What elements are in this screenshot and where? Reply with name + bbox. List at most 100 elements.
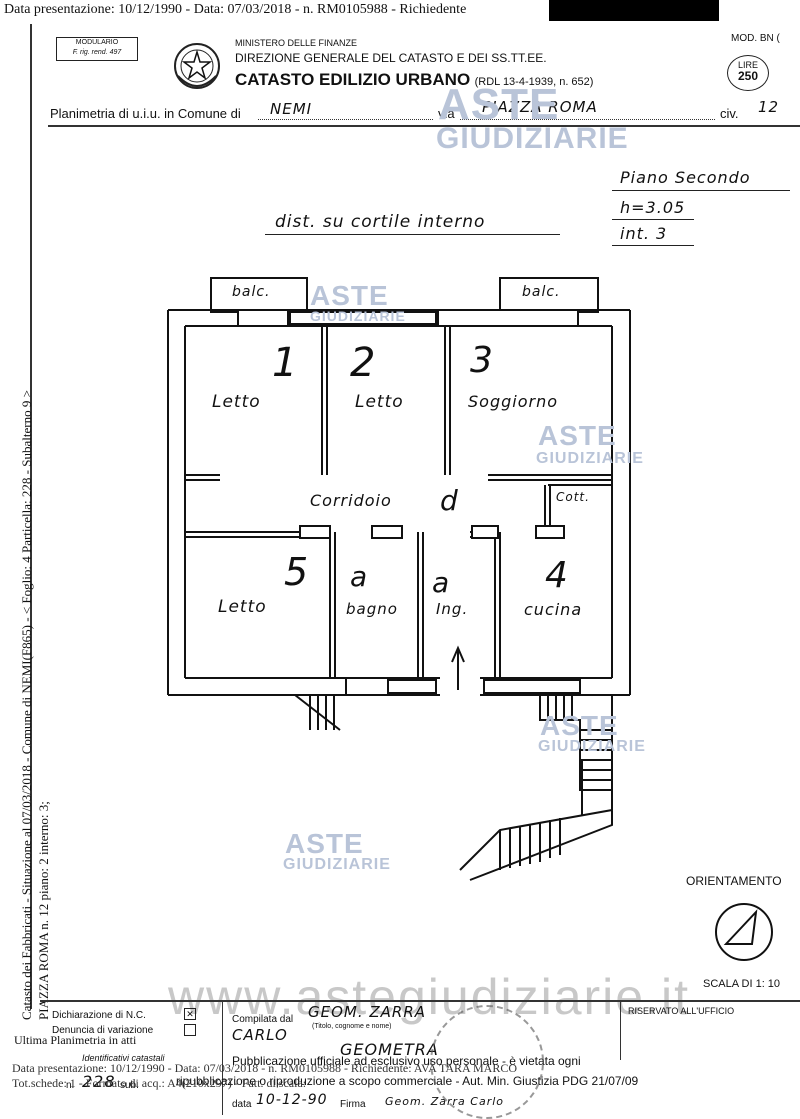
- wall-1-2: [321, 326, 328, 475]
- room-5-name: Letto: [218, 597, 267, 617]
- redaction-bar: [549, 0, 719, 21]
- mod-label: MOD. BN (: [731, 33, 780, 44]
- window-top-2: [289, 311, 437, 325]
- watermark-giudiziarie-3: GIUDIZIARIE: [536, 450, 644, 467]
- watermark-giudiziarie-5: GIUDIZIARIE: [283, 856, 391, 873]
- catasto-title: CATASTO EDILIZIO URBANO (RDL 13-4-1939, …: [235, 70, 593, 90]
- outer-wall-bottom: [168, 677, 630, 696]
- room-4-name: cucina: [524, 600, 583, 619]
- ministry-label: MINISTERO DELLE FINANZE: [235, 38, 358, 48]
- wall-corr-top-left: [185, 474, 220, 481]
- wall-bagno-ing: [417, 532, 424, 678]
- room-2-number: 2: [350, 340, 377, 386]
- window-top-3: [437, 309, 579, 327]
- stairs-right: [539, 695, 613, 791]
- wall-2-3: [444, 326, 451, 475]
- watermark-giudiziarie-2: GIUDIZIARIE: [310, 308, 406, 324]
- balcony-label-left: balc.: [232, 284, 271, 300]
- window-bottom-2: [387, 679, 437, 694]
- footer-divider-2: [620, 1000, 621, 1060]
- room-1-name: Letto: [212, 392, 261, 412]
- ing-label: Ing.: [436, 600, 469, 618]
- bagno-mark: a: [350, 560, 369, 593]
- riservato-label: RISERVATO ALL'UFFICIO: [628, 1006, 735, 1016]
- civ-label: civ.: [720, 106, 739, 121]
- door-block-4: [535, 525, 565, 539]
- n-value: 228: [82, 1072, 116, 1091]
- dichiarazione-checkbox[interactable]: ✕: [184, 1008, 196, 1020]
- wall-corr-top-right: [488, 474, 612, 481]
- modulario-line2: F. rig. rend. 497: [72, 49, 122, 56]
- watermark-aste-3: ASTE: [538, 420, 617, 451]
- header-frame-line: [48, 125, 800, 127]
- window-top-1: [237, 309, 289, 327]
- height-note: h=3.05: [620, 198, 686, 217]
- corridoio-mark: d: [440, 484, 459, 517]
- geometra-value: GEOMETRA: [340, 1040, 439, 1059]
- ultima-label: Ultima Planimetria in atti: [14, 1033, 137, 1047]
- floor-plan: [167, 277, 631, 881]
- orientamento-label: ORIENTAMENTO: [686, 874, 782, 888]
- cott-label: Cott.: [556, 490, 590, 504]
- wall-corr-bottom: [185, 531, 498, 538]
- piano-underline: [612, 190, 790, 191]
- dichiarazione-label: Dichiarazione di N.C.: [52, 1010, 146, 1021]
- outer-wall-left: [167, 310, 186, 695]
- titolo-label: (Titolo, cognome e nome): [312, 1023, 392, 1030]
- window-bottom-1: [345, 677, 389, 696]
- denuncia-label: Denuncia di variazione: [52, 1025, 154, 1036]
- planimetria-label: Planimetria di u.i.u. in Comune di: [50, 106, 241, 121]
- rdl-text: (RDL 13-4-1939, n. 652): [474, 76, 594, 88]
- via-value: PIAZZA ROMA: [482, 98, 598, 116]
- bottom-line-2: Tot.schede: 1 - Formato di acq.: A4(210x…: [12, 1076, 307, 1090]
- office-stamp: [430, 1005, 544, 1119]
- watermark-site: www.astegiudiziarie.it: [168, 969, 690, 1025]
- stairs-steps: [547, 695, 612, 781]
- comune-underline: [258, 119, 433, 120]
- corridoio-label: Corridoio: [310, 491, 392, 510]
- top-strip-text: Data presentazione: 10/12/1990 - Data: 0…: [4, 2, 467, 17]
- room-3-name: Soggiorno: [468, 392, 558, 411]
- room-3-number: 3: [470, 340, 494, 381]
- wall-ing-cucina: [494, 532, 501, 678]
- direction-label: DIREZIONE GENERALE DEL CATASTO E DEI SS.…: [235, 51, 547, 65]
- height-underline: [612, 219, 694, 220]
- piano-note: Piano Secondo: [620, 168, 751, 187]
- watermark-aste-1: ASTE: [438, 80, 560, 129]
- balcony-label-right: balc.: [522, 284, 561, 300]
- identificativi-label: Identificativi catastali: [82, 1053, 165, 1063]
- room-1-number: 1: [272, 340, 299, 386]
- scala-label: SCALA DI 1: 10: [703, 978, 781, 990]
- data-label: data: [232, 1099, 252, 1110]
- room-4-number: 4: [545, 555, 569, 596]
- outer-wall-right: [611, 310, 631, 695]
- wall-cott: [544, 484, 612, 532]
- wall-5-bagno: [329, 532, 336, 678]
- bagno-label: bagno: [346, 600, 398, 618]
- carlo-value: CARLO: [232, 1026, 288, 1044]
- left-margin-line: [30, 24, 32, 1009]
- firma-label: Firma: [340, 1099, 366, 1110]
- footer-top-line: [40, 1000, 800, 1002]
- door-block-2: [371, 525, 403, 539]
- dist-underline: [265, 234, 560, 235]
- ing-mark: a: [432, 566, 451, 599]
- n-label: n.: [66, 1080, 75, 1091]
- denuncia-checkbox[interactable]: [184, 1024, 196, 1036]
- interno-note: int. 3: [620, 224, 668, 243]
- watermark-aste-4: ASTE: [540, 710, 619, 741]
- modulario-box: MODULARIO F. rig. rend. 497: [56, 37, 138, 61]
- via-underline: [460, 119, 715, 120]
- bottom-line-1: Data presentazione: 10/12/1990 - Data: 0…: [12, 1061, 517, 1075]
- watermark-giudiziarie-4: GIUDIZIARIE: [538, 738, 646, 755]
- footer-divider-1: [222, 1000, 223, 1115]
- interno-underline: [612, 245, 694, 246]
- watermark-aste-2: ASTE: [310, 280, 389, 311]
- geom-value: GEOM. ZARRA: [308, 1003, 427, 1021]
- republic-emblem-icon: [174, 43, 220, 89]
- comune-value: NEMI: [270, 100, 313, 118]
- door-block-1: [299, 525, 331, 539]
- stairs-lower: [459, 790, 613, 881]
- window-bottom-3: [483, 679, 581, 694]
- lire-label: LIRE: [737, 60, 758, 70]
